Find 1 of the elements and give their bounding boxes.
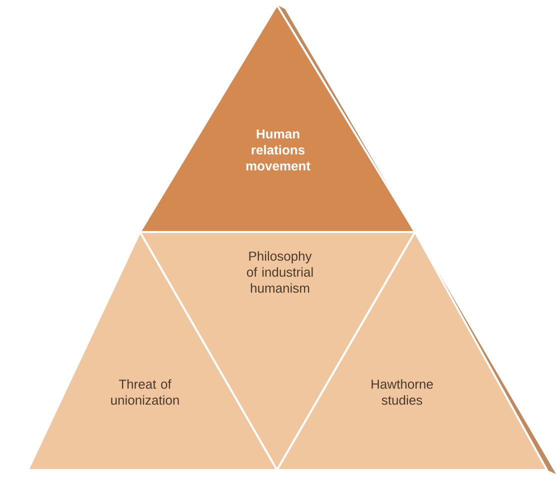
triangle-segment: Human relations movement bbox=[139, 4, 416, 233]
